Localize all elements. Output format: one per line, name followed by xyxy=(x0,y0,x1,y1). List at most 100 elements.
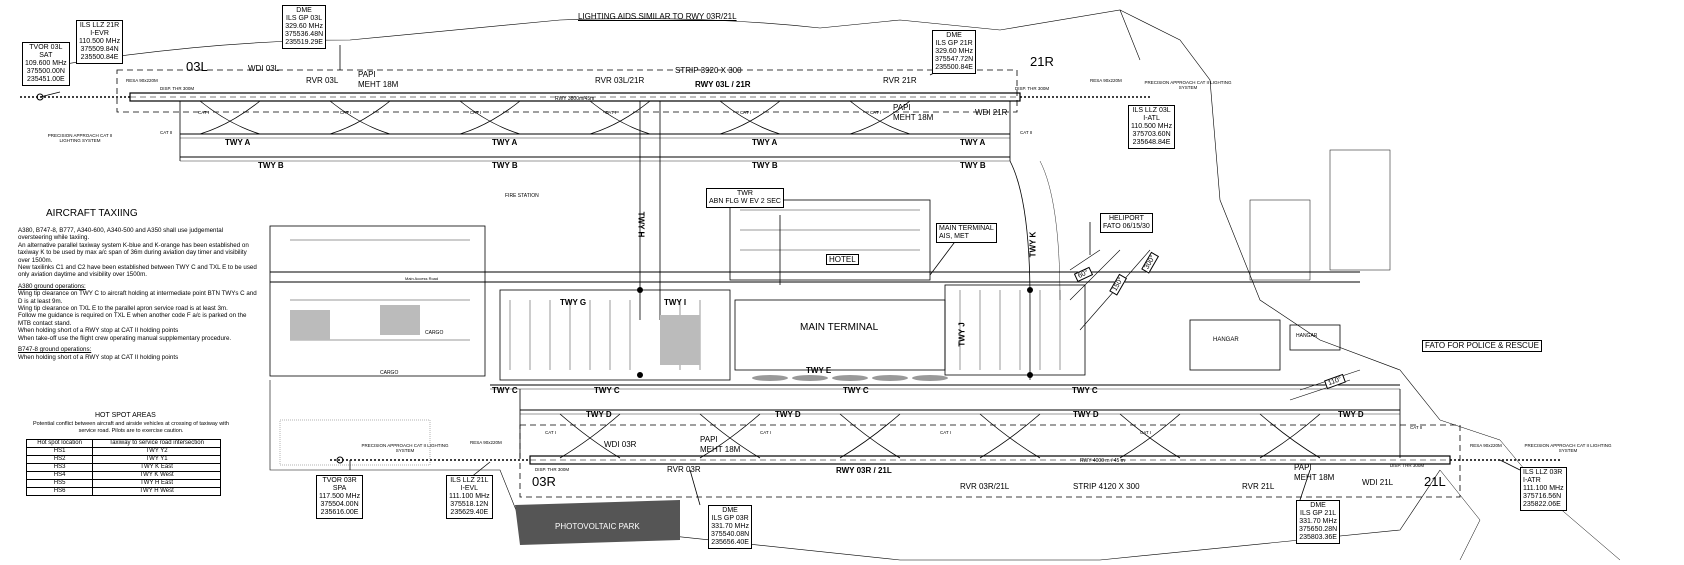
twy-h: TWY H xyxy=(636,211,646,238)
main-terminal-label: MAIN TERMINAL xyxy=(800,322,879,333)
cat-i-marker-9: CAT I xyxy=(940,430,952,435)
taxiing-note-5: Wing tip clearance on TXL E to the paral… xyxy=(18,305,228,313)
taxiing-note-2: An alternative parallel taxiway system K… xyxy=(18,241,249,264)
approach-lighting-north-east: PRECISION APPROACH CAT II LIGHTING SYSTE… xyxy=(1144,80,1232,90)
taxiing-notes: A380, B747-8, B777, A340-600, A340-500 a… xyxy=(18,227,258,361)
taxiing-note-4: Wing tip clearance on TWY C to aircraft … xyxy=(18,290,257,305)
meht-21l: MEHT 18M xyxy=(1294,473,1335,482)
cat-i-marker-1: CAT I xyxy=(198,110,210,115)
wdi-03r: WDI 03R xyxy=(604,440,637,449)
cat-i-marker-6: CAT I xyxy=(870,110,882,115)
resa-north-west: RESA 90x220M xyxy=(126,78,158,83)
hotspot-intersection: TWY Y1 xyxy=(92,455,221,464)
disp-thr-21r: DISP. THR 300M xyxy=(1015,86,1050,91)
papi-21l: PAPI xyxy=(1294,463,1312,472)
b747-heading: B747-8 ground operations: xyxy=(18,346,92,354)
twy-a-far-east: TWY A xyxy=(960,138,986,147)
strip-south-dims: STRIP 4120 X 300 xyxy=(1073,482,1140,491)
apron-west xyxy=(499,289,731,381)
taxiing-note-6: Follow me guidance is required on TXL E … xyxy=(18,312,247,327)
hangar-building xyxy=(1189,319,1281,371)
rwy-end-03r: 03R xyxy=(532,474,556,489)
boundary-north xyxy=(29,9,1141,71)
rwy-end-03l: 03L xyxy=(186,59,208,74)
twy-g: TWY G xyxy=(560,298,587,307)
twy-c-east: TWY C xyxy=(843,386,869,395)
twy-d-mid: TWY D xyxy=(775,410,801,419)
taxiing-title: AIRCRAFT TAXIING xyxy=(46,208,138,219)
photovoltaic-park-area xyxy=(515,500,680,545)
rvr-03l: RVR 03L xyxy=(306,76,339,85)
twy-a-mid: TWY A xyxy=(492,138,518,147)
cat-i-marker-10: CAT I xyxy=(1140,430,1152,435)
taxiing-note-3: New taxilinks C1 and C2 have been establ… xyxy=(18,264,257,279)
resa-south-east: RESA 90x220M xyxy=(1470,443,1502,448)
strip-north xyxy=(116,69,1018,113)
cat-i-marker-7: CAT I xyxy=(545,430,557,435)
twy-c-west: TWY C xyxy=(492,386,518,395)
fato-police-rescue-box: FATO FOR POLICE & RESCUE xyxy=(1422,340,1542,352)
cargo-area xyxy=(269,225,486,377)
hotspot-intersection: TWY K West xyxy=(92,471,221,480)
hotspot-id: HS3 xyxy=(25,463,94,472)
hotspot-intersection: TWY Y2 xyxy=(92,447,221,456)
hotspot-subtitle: Potential conflict between aircraft and … xyxy=(33,421,229,434)
wdi-21r: WDI 21R xyxy=(975,108,1008,117)
twy-b-west: TWY B xyxy=(258,161,284,170)
rvr-03r-21l: RVR 03R/21L xyxy=(960,482,1010,491)
twy-j: TWY J xyxy=(957,322,967,347)
rwy-end-21r: 21R xyxy=(1030,54,1054,69)
twy-b-far-east: TWY B xyxy=(960,161,986,170)
papi-03l: PAPI xyxy=(358,70,376,79)
photovoltaic-park: PHOTOVOLTAIC PARK xyxy=(555,522,640,531)
hangar-label-small: HANGAR xyxy=(1296,333,1318,339)
papi-21r: PAPI xyxy=(893,103,911,112)
meht-03r: MEHT 18M xyxy=(700,445,741,454)
twy-c-mid: TWY C xyxy=(594,386,620,395)
hotspot-header-intersection: Taxiway to service road intersection xyxy=(92,439,221,448)
papi-03r: PAPI xyxy=(700,435,718,444)
taxiing-note-8: When take-off use the flight crew operat… xyxy=(18,334,232,342)
resa-south-west: RESA 90x220M xyxy=(470,440,502,445)
strip-north-dims: STRIP 3920 X 300 xyxy=(675,66,742,75)
approach-lighting-north: PRECISION APPROACH CAT II LIGHTING SYSTE… xyxy=(47,133,113,143)
hangar-label: HANGAR xyxy=(1213,337,1239,343)
cat-i-marker-2: CAT I xyxy=(340,110,352,115)
twy-a-east: TWY A xyxy=(752,138,778,147)
cat-i-marker-5: CAT I xyxy=(740,110,752,115)
cat-ii-marker-3: CAT II xyxy=(1410,425,1423,430)
hotspot-id: HS2 xyxy=(25,455,94,464)
twy-b-mid: TWY B xyxy=(492,161,518,170)
twy-i: TWY I xyxy=(664,298,687,307)
twy-d-far-east: TWY D xyxy=(1338,410,1364,419)
twy-e: TWY E xyxy=(806,366,832,375)
hotspot-title: HOT SPOT AREAS xyxy=(95,412,156,419)
hotspot-header-location: Hot spot location xyxy=(25,439,94,448)
parking-area xyxy=(729,199,931,281)
disp-thr-21l: DISP. THR 300M xyxy=(1390,463,1425,468)
twy-k: TWY K xyxy=(1028,231,1038,258)
a380-heading: A380 ground operations: xyxy=(18,282,86,290)
cat-ii-marker-1: CAT II xyxy=(160,130,173,135)
main-access-road: Main Access Road xyxy=(405,276,439,281)
fire-station: FIRE STATION xyxy=(505,193,539,199)
twy-c-far-east: TWY C xyxy=(1072,386,1098,395)
lighting-aids-note: LIGHTING AIDS SIMILAR TO RWY 03R/21L xyxy=(578,12,737,21)
rvr-03l-21r: RVR 03L/21R xyxy=(595,76,645,85)
rvr-21l: RVR 21L xyxy=(1242,482,1275,491)
hotspot-intersection: TWY H East xyxy=(92,479,221,488)
approach-lighting-south: PRECISION APPROACH CAT II LIGHTING SYSTE… xyxy=(361,443,449,453)
cat-i-marker-3: CAT I xyxy=(470,110,482,115)
taxiing-note-1: A380, B747-8, B777, A340-600, A340-500 a… xyxy=(18,227,224,242)
